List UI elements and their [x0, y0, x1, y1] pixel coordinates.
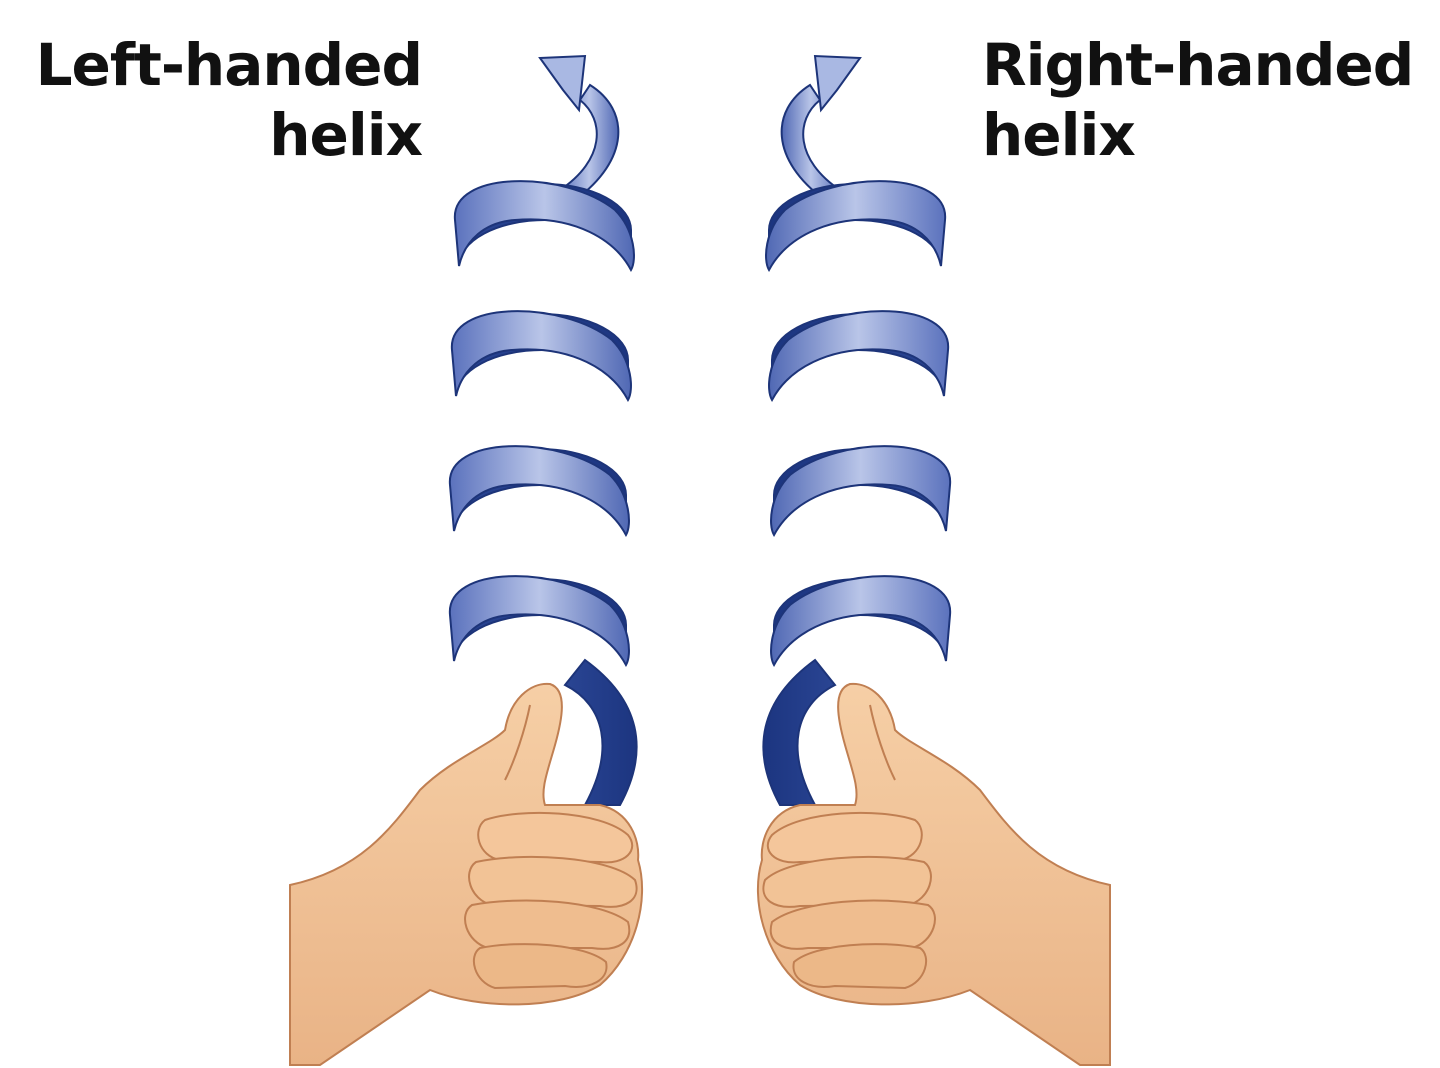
right-label-line1: Right-handed	[982, 31, 1414, 99]
thumbs-up-right-hand-icon	[756, 682, 1111, 1066]
left-label-line1: Left-handed	[35, 31, 423, 99]
curved-arrow-up-icon	[538, 54, 587, 113]
right-label-line2: helix	[982, 101, 1136, 169]
left-handed-helix-label: Left-handed helix	[35, 30, 423, 170]
right-handed-helix-label: Right-handed helix	[982, 30, 1414, 170]
left-label-line2: helix	[269, 101, 423, 169]
thumbs-up-left-hand-icon	[289, 682, 644, 1066]
right-helix	[762, 54, 952, 806]
curved-arrow-up-icon	[813, 54, 862, 113]
